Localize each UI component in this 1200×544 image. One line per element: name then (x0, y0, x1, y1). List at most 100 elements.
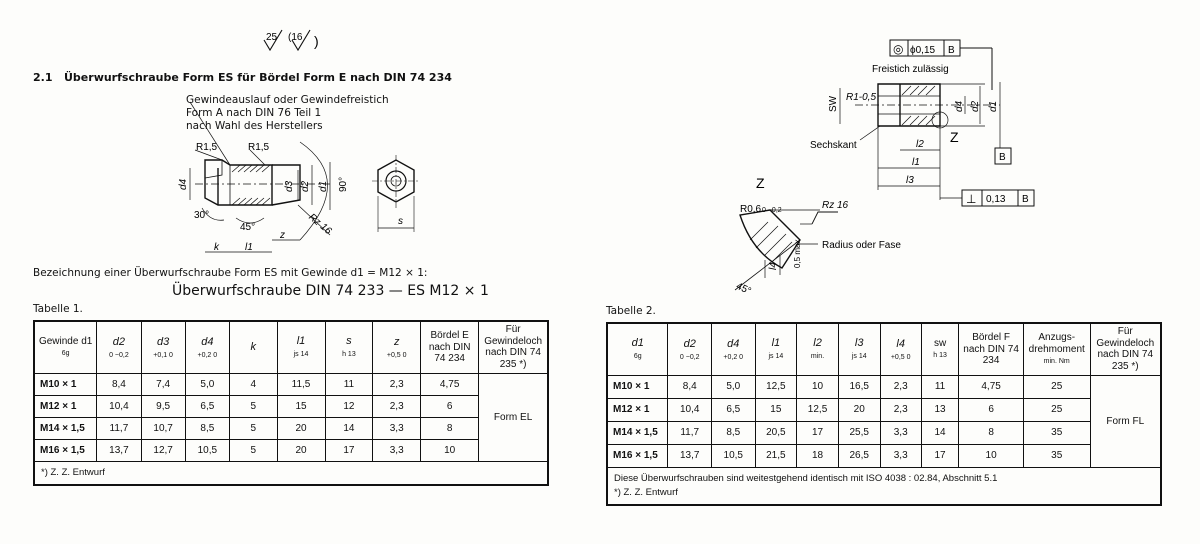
label-l2: l2 (916, 139, 924, 150)
t1-h-d2: d2 0 −0,2 (96, 320, 142, 374)
frame-bottom-symbol: ⊥ (966, 192, 976, 206)
label-30: 30° (194, 210, 209, 221)
label-k: k (214, 242, 220, 253)
t2-h-l4: l4+0,5 0 (879, 322, 922, 376)
t1-r3-c0: M16 × 1,5 (33, 438, 98, 462)
t2-h2-sym: d4 (727, 337, 740, 350)
thread-runout-callout: Gewindeauslauf oder Gewindefreistich For… (186, 94, 389, 133)
table-row: M10 × 1 8,4 7,4 5,0 4 11,5 11 2,3 4,75 F… (33, 372, 549, 462)
t1-r0-c7: 2,3 (372, 372, 422, 396)
feature-frame-perpendicularity (961, 189, 1035, 207)
t1-h0-sub: 6g (61, 350, 70, 358)
t1-h2-sym: d3 (157, 335, 170, 348)
t2-h10-sym: Für Gewindeloch nach DIN 74 235 *) (1096, 326, 1155, 372)
table-row: M14 × 1,5 11,7 8,5 20,5 17 25,5 3,3 14 8… (606, 420, 1161, 445)
t1-r1-c7: 2,3 (372, 394, 422, 418)
t2-h5-sub: js 14 (851, 353, 867, 361)
t2-r3-c5: 26,5 (837, 443, 881, 468)
table-row: M16 × 1,5 13,7 12,7 10,5 5 20 17 3,3 10 (33, 438, 548, 462)
t1-h4-sym: k (250, 340, 256, 353)
table-row: M12 × 1 10,4 9,5 6,5 5 15 12 2,3 6 (33, 394, 548, 418)
t2-r3-c7: 17 (920, 443, 960, 468)
left-technical-drawing: 25 (16 ) R1,5 R1,5 d4 d3 d2 d (178, 29, 420, 253)
surface-roughness-symbols (263, 29, 311, 52)
label-freistich: Freistich zulässig (872, 64, 949, 75)
t1-h-d4: d4+0,2 0 (184, 320, 230, 374)
frame-top-symbol: ◎ (893, 42, 903, 56)
t2-r3-c3: 21,5 (754, 443, 798, 468)
t1-h6-sym: s (346, 335, 352, 348)
t1-h0-sym: Gewinde d1 (38, 335, 93, 347)
t2-r2-c6: 3,3 (879, 420, 922, 445)
detail-z-view (734, 209, 838, 291)
frame-top-datum: B (948, 45, 955, 56)
t1-r0-c6: 11 (324, 372, 374, 396)
label-d1: d1 (318, 181, 329, 192)
t2-h8-sym: Bördel F nach DIN 74 234 (963, 332, 1019, 366)
dimension-lines (189, 101, 331, 253)
label-l1: l1 (245, 242, 253, 253)
label-max: 0,5 max (793, 240, 802, 268)
t2-r1-c9: 25 (1022, 397, 1091, 422)
label-d2: d2 (300, 180, 311, 192)
t2-r0-c6: 2,3 (879, 374, 922, 399)
right-dimensions (839, 82, 1001, 200)
t2-notes: Diese Überwurfschrauben sind weitestgehe… (606, 466, 1162, 506)
section-number: 2.1 (33, 71, 53, 84)
t1-h3-tol: +0,2 0 (197, 351, 218, 359)
frame-bottom-datum: B (1022, 194, 1029, 205)
t2-r2-c5: 25,5 (837, 420, 881, 445)
t2-r0-c1: 8,4 (667, 374, 712, 399)
t2-h6-tol: +0,5 0 (890, 353, 911, 361)
t1-h-d3: d3+0,1 0 (140, 320, 186, 374)
t2-r3-c1: 13,7 (667, 443, 712, 468)
label-rz16-right: Rz 16 (822, 200, 849, 211)
t1-h-k: k (228, 320, 278, 374)
t1-r2-c6: 14 (324, 416, 374, 440)
t1-r1-c3: 6,5 (184, 394, 230, 418)
t2-note-entwurf: *) Z. Z. Entwurf (614, 486, 678, 498)
section-heading: 2.1 Überwurfschraube Form ES für Bördel … (33, 71, 452, 84)
t1-r3-c7: 3,3 (372, 438, 422, 462)
designation-intro: Bezeichnung einer Überwurfschraube Form … (33, 267, 428, 279)
label-r15-a: R1,5 (196, 142, 218, 153)
t1-r2-c7: 3,3 (372, 416, 422, 440)
t1-h8-sym: Bördel E nach DIN 74 234 (428, 330, 471, 364)
label-l4: l4 (768, 262, 779, 270)
t2-r0-c8: 4,75 (958, 374, 1024, 399)
t2-r3-c8: 10 (958, 443, 1024, 468)
t2-r2-c7: 14 (920, 420, 960, 445)
label-r06-tol: 0 −0,2 (762, 207, 782, 214)
table-row: M10 × 1 8,4 5,0 12,5 10 16,5 2,3 11 4,75… (606, 374, 1162, 468)
right-technical-drawing: ◎ ϕ0,15 B Freistich zulässig SW R1-0,5 d (734, 39, 1035, 297)
frame-bottom-value: 0,13 (986, 194, 1006, 205)
t1-r3-c1: 13,7 (96, 438, 142, 462)
t1-r1-c5: 15 (276, 394, 326, 418)
t2-r3-c0: M16 × 1,5 (606, 443, 669, 468)
label-l3: l3 (906, 175, 914, 186)
t2-h3-sym: l1 (771, 337, 781, 350)
t1-h1-tol: 0 −0,2 (109, 351, 129, 359)
t2-r1-c0: M12 × 1 (606, 397, 669, 422)
t2-h4-sym: l2 (813, 337, 822, 350)
t1-h-boerdel: Bördel E nach DIN 74 234 (420, 320, 480, 374)
t1-h1-sym: d2 (112, 335, 126, 348)
table1-note-row: *) Z. Z. Entwurf (33, 460, 549, 486)
t2-h0-sym: d1 (631, 337, 644, 350)
t2-r2-c4: 17 (796, 420, 839, 445)
t1-r1-c8: 6 (420, 394, 480, 418)
t2-r2-c2: 8,5 (711, 420, 756, 445)
t1-r3-c5: 20 (276, 438, 326, 462)
t1-note: *) Z. Z. Entwurf (33, 460, 549, 486)
t2-r0-c3: 12,5 (754, 374, 798, 399)
label-z: z (279, 230, 285, 241)
detail-hatching (749, 221, 793, 263)
label-sw: SW (828, 95, 839, 112)
t2-r1-c3: 15 (754, 397, 798, 422)
t2-r3-c4: 18 (796, 443, 839, 468)
callout-line-1: Gewindeauslauf oder Gewindefreistich (186, 94, 389, 106)
